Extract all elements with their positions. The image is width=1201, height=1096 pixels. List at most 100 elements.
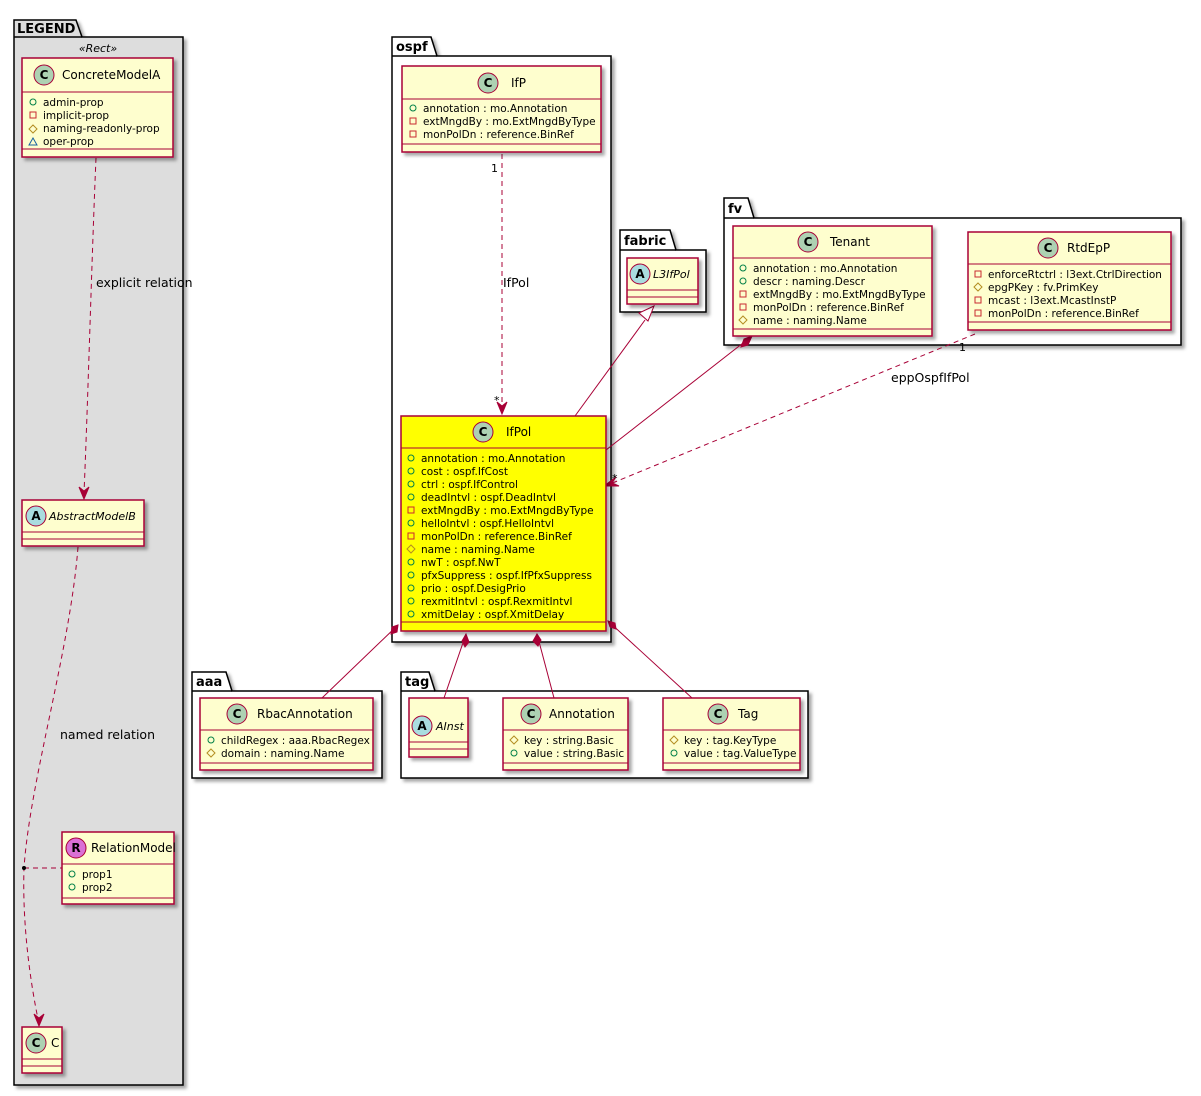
class-c-icon: C [714,707,723,721]
multiplicity-ifpol: * [494,394,500,407]
relation-ifp-ifpol: IfPol 1 * [491,154,529,416]
package-title-ospf: ospf [396,40,428,55]
circle-visibility-icon [29,98,37,106]
attribute: key : string.Basic [524,735,614,747]
attribute: name : naming.Name [753,315,867,327]
relation-label-eppospfifpol: eppOspfIfPol [891,370,970,385]
attribute: extMngdBy : mo.ExtMngdByType [423,116,596,128]
square-visibility-icon [409,130,417,138]
attribute: helloIntvl : ospf.HelloIntvl [421,518,554,530]
attribute: value : string.Basic [524,748,624,760]
square-visibility-icon [974,296,982,304]
class-relationmodel[interactable]: R RelationModel prop1 prop2 [61,831,176,905]
package-title-tag: tag [405,675,429,690]
stereotype-rect: «Rect» [79,42,118,55]
attribute: oper-prop [43,136,94,148]
attribute: monPolDn : reference.BinRef [988,308,1139,320]
class-name: Tenant [829,235,870,249]
square-visibility-icon [739,303,747,311]
diamond-visibility-icon [973,282,983,292]
class-name: C [51,1036,59,1050]
class-name: Tag [737,707,758,721]
package-legend: LEGEND [13,19,184,1086]
diamond-visibility-icon [28,124,38,134]
class-concretemodela[interactable]: «Rect» C ConcreteModelA admin-prop impli… [21,42,174,158]
attribute: name : naming.Name [421,544,535,556]
square-visibility-icon [29,111,37,119]
package-title-legend: LEGEND [17,22,76,37]
class-tag[interactable]: C Tag key : tag.KeyType value : tag.Valu… [662,697,801,771]
attribute: monPolDn : reference.BinRef [753,302,904,314]
class-c-icon: C [804,235,813,249]
class-ainst[interactable]: A AInst [408,697,469,758]
class-name: IfP [511,76,526,90]
attribute: naming-readonly-prop [43,123,160,135]
circle-visibility-icon [407,571,415,579]
square-visibility-icon [407,532,415,540]
class-c-icon: C [40,68,49,82]
circle-visibility-icon [407,454,415,462]
attribute: xmitDelay : ospf.XmitDelay [421,609,564,621]
attribute: deadIntvl : ospf.DeadIntvl [421,492,556,504]
class-name: L3IfPol [653,268,690,281]
attribute: value : tag.ValueType [684,748,796,760]
relation-ifpol-tag [607,620,693,699]
attribute: prop2 [82,882,113,894]
diamond-visibility-icon [669,735,679,745]
class-l3ifpol[interactable]: A L3IfPol [626,257,699,305]
circle-visibility-icon [207,736,215,744]
circle-visibility-icon [407,597,415,605]
circle-visibility-icon [68,883,76,891]
class-a-icon: A [31,509,41,523]
attribute: cost : ospf.IfCost [421,466,508,478]
relation-label-ifpol: IfPol [503,275,529,290]
explicit-relation-label: explicit relation [96,275,193,290]
class-c-icon: C [32,1036,41,1050]
attribute: monPolDn : reference.BinRef [421,531,572,543]
circle-visibility-icon [407,558,415,566]
attribute: rexmitIntvl : ospf.RexmitIntvl [421,596,572,608]
class-annotation[interactable]: C Annotation key : string.Basic value : … [502,697,629,771]
class-name: IfPol [506,425,531,439]
circle-visibility-icon [68,870,76,878]
class-c[interactable]: C C [21,1026,63,1074]
class-abstractmodelb[interactable]: A AbstractModelB [21,499,145,547]
class-c-icon: C [233,707,242,721]
multiplicity-ifp: 1 [491,162,498,175]
class-a-icon: A [417,719,427,733]
class-c-icon: C [1044,241,1053,255]
relation-ifpol-ainst [443,632,470,699]
attribute: descr : naming.Descr [753,276,866,288]
class-c-icon: C [479,425,488,439]
class-ifp[interactable]: C IfP annotation : mo.Annotation extMngd… [401,65,602,153]
diamond-visibility-icon [509,735,519,745]
attribute: mcast : l3ext.McastInstP [988,295,1116,307]
relation-ifpol-rbac [321,624,399,699]
relation-ifpol-annotation [532,633,555,699]
class-name: AbstractModelB [48,510,136,523]
class-c-icon: C [484,76,493,90]
square-visibility-icon [974,309,982,317]
attribute: nwT : ospf.NwT [421,557,501,569]
diamond-visibility-icon [738,315,748,325]
attribute: extMngdBy : mo.ExtMngdByType [753,289,926,301]
class-name: Annotation [549,707,615,721]
class-rbacannotation[interactable]: C RbacAnnotation childRegex : aaa.RbacRe… [199,697,374,771]
package-title-aaa: aaa [196,675,222,690]
circle-visibility-icon [739,277,747,285]
multiplicity-ifpol-2: * [612,472,618,485]
legend-named-relation: named relation [22,546,155,1028]
class-rtdepp[interactable]: C RtdEpP enforceRtctrl : l3ext.CtrlDirec… [967,231,1172,331]
class-tenant[interactable]: C Tenant annotation : mo.Annotationdescr… [732,225,933,337]
class-r-icon: R [71,841,80,855]
square-visibility-icon [739,290,747,298]
circle-visibility-icon [407,493,415,501]
circle-visibility-icon [407,467,415,475]
attribute: ctrl : ospf.IfControl [421,479,518,491]
relation-generalization-l3ifpol [574,305,655,417]
class-a-icon: A [635,267,645,281]
attribute: extMngdBy : mo.ExtMngdByType [421,505,594,517]
circle-visibility-icon [510,749,518,757]
